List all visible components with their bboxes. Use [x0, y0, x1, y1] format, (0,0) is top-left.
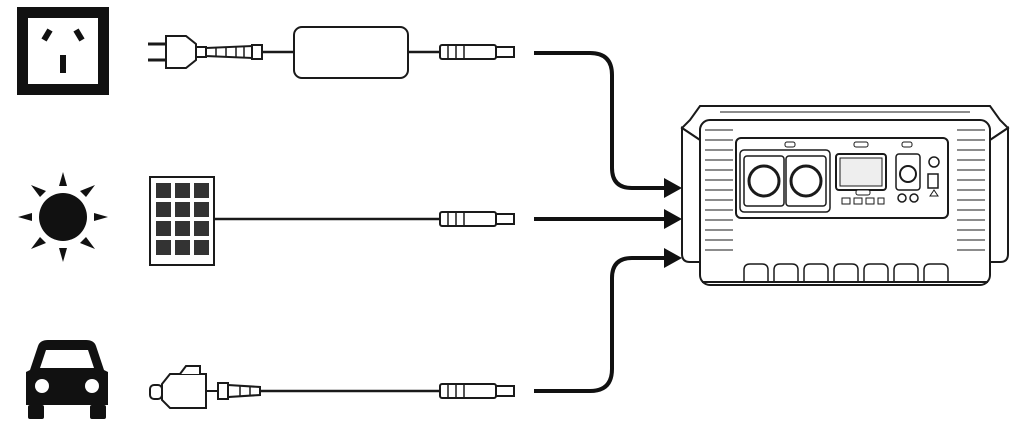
- car-charger-cable: [149, 365, 515, 409]
- car-icon: [26, 340, 108, 419]
- wall-outlet-icon: [17, 7, 109, 95]
- sun-icon: [18, 172, 108, 262]
- ac-adapter-cable: [148, 26, 515, 79]
- arrow-car: [534, 256, 665, 393]
- arrow-ac: [534, 51, 665, 190]
- power-station-icon: [680, 105, 1010, 286]
- connector-arrows: [534, 51, 682, 393]
- solar-panel-cable: [149, 176, 515, 266]
